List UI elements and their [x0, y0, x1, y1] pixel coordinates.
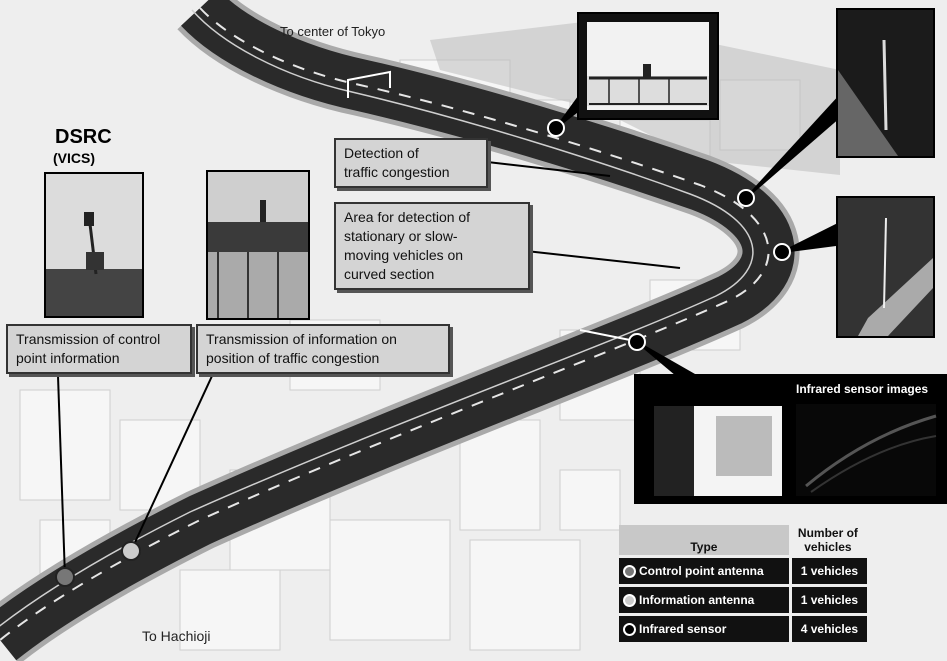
infrared-sensor-photo-1 [577, 12, 719, 120]
dsrc-subtitle: (VICS) [53, 150, 95, 166]
infrared-sensor-marker [547, 119, 565, 137]
legend-table: Type Number of vehicles Control point an… [619, 522, 867, 645]
infrared-images-title: Infrared sensor images [796, 382, 929, 396]
legend-type-cell: Control point antenna [619, 558, 789, 584]
callout-line: curved section [344, 266, 435, 282]
control-point-antenna-icon [623, 565, 636, 579]
callout-line: Detection of [344, 145, 419, 161]
callout-detection-congestion: Detection of traffic congestion [334, 138, 488, 188]
legend-header-number: Number of vehicles [789, 525, 867, 555]
legend-row: Infrared sensor 4 vehicles [619, 616, 867, 642]
gantries [347, 70, 631, 341]
legend-header-number-line: vehicles [804, 540, 852, 554]
information-antenna-marker [121, 541, 141, 561]
infrared-sensor-photo-2 [836, 8, 935, 158]
legend-count-cell: 4 vehicles [788, 616, 867, 642]
legend-header-row: Type Number of vehicles [619, 525, 867, 555]
callout-line: traffic congestion [344, 164, 450, 180]
legend-type-label: Infrared sensor [639, 621, 727, 636]
callout-control-point: Transmission of control point informatio… [6, 324, 192, 374]
legend-row: Information antenna 1 vehicles [619, 587, 867, 613]
marker-connectors [57, 93, 837, 578]
legend-header-type: Type [619, 525, 789, 555]
dsrc-title: DSRC [55, 126, 112, 148]
legend-row: Control point antenna 1 vehicles [619, 558, 867, 584]
dsrc-antenna-photo [44, 172, 144, 318]
control-point-antenna-marker [55, 567, 75, 587]
callout-line: stationary or slow- [344, 228, 458, 244]
infrared-sensor-photo-3 [836, 196, 935, 338]
infrared-sensor-marker [773, 243, 791, 261]
legend-header-number-line: Number of [797, 526, 858, 540]
legend-count-cell: 1 vehicles [788, 558, 867, 584]
callout-line: Transmission of control [16, 331, 161, 347]
to-center-label: To center of Tokyo [280, 24, 386, 39]
callout-line: point information [16, 350, 120, 366]
callout-position-congestion: Transmission of information on position … [196, 324, 450, 374]
legend-type-cell: Information antenna [619, 587, 789, 613]
legend-type-label: Control point antenna [639, 563, 764, 578]
callout-line: position of traffic congestion [206, 350, 380, 366]
info-antenna-photo [206, 170, 310, 320]
callout-line: Area for detection of [344, 209, 471, 225]
callout-line: Transmission of information on [206, 331, 397, 347]
information-antenna-icon [623, 594, 636, 608]
elevated-road [0, 0, 800, 661]
callout-area-detection: Area for detection of stationary or slow… [334, 202, 530, 290]
legend-type-label: Information antenna [639, 592, 755, 607]
legend-type-cell: Infrared sensor [619, 616, 789, 642]
legend-count-cell: 1 vehicles [788, 587, 867, 613]
callout-line: moving vehicles on [344, 247, 464, 263]
infrared-sensor-marker [628, 333, 646, 351]
to-hachioji-label: To Hachioji [142, 628, 211, 644]
infrared-images-panel: Infrared sensor images [634, 374, 947, 504]
road-markers [55, 119, 791, 587]
infrared-sensor-marker [737, 189, 755, 207]
infrared-sensor-icon [623, 623, 636, 637]
